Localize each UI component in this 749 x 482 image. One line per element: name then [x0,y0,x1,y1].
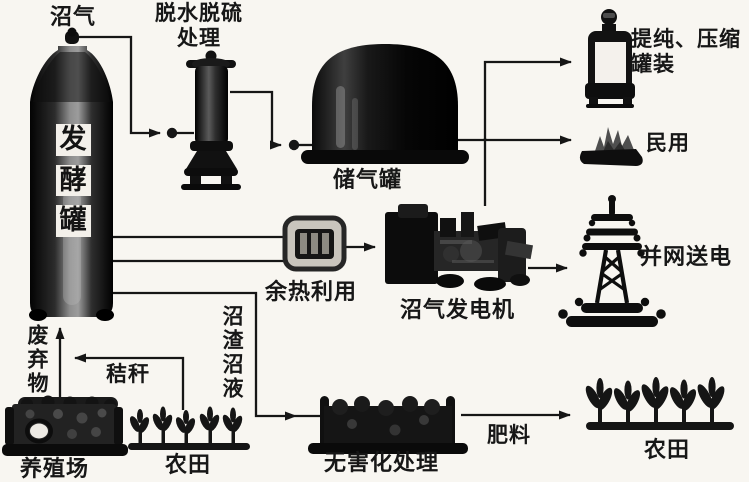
label-purification-line2: 罐装 [631,51,675,76]
label-desulfurization-line1: 脱水脱硫 [155,1,243,25]
valve-dot-2 [288,139,300,151]
label-farmland-left: 农田 [165,452,212,477]
flame-stove-icon [579,127,643,166]
label-fermenter: 发 酵 罐 [50,124,96,237]
generator-machine-icon [385,204,534,291]
label-farmland-right: 农田 [644,437,691,462]
label-biogas: 沼气 [50,4,97,29]
line-desulfurization-to-gastank [230,90,282,150]
gas-cylinder-icon [585,9,635,108]
cropland-small-icon [128,406,250,450]
heat-exchanger-icon [282,215,347,272]
label-fermenter-char2: 酵 [55,164,91,197]
transmission-tower-icon [558,195,666,327]
label-gas-tank: 储气罐 [333,167,403,192]
line-straw-to-waste [74,353,185,410]
label-straw: 秸秆 [106,362,150,386]
label-waste: 废弃物 [25,324,49,396]
label-fermenter-char3: 罐 [55,205,91,237]
label-fertilizer: 肥料 [487,423,531,447]
label-grid-power: 并网送电 [640,244,733,269]
label-civil-use: 民用 [646,131,690,155]
label-farm: 养殖场 [20,456,90,481]
label-residue-slurry: 沼渣沼液 [220,305,244,401]
line-fermenter-to-desulfurization [78,35,161,138]
desulfurization-column-icon [181,50,241,190]
treatment-pool-icon [308,396,468,454]
gas-storage-dome-icon [301,44,469,164]
label-treatment: 无害化处理 [324,450,440,475]
valve-dot-1 [166,127,178,139]
label-purification: 提纯、压缩 罐装 [631,27,741,77]
label-generator: 沼气发电机 [400,297,516,322]
line-branch-to-purification [483,57,572,140]
farm-building-icon [2,395,128,456]
label-fermenter-char1: 发 [55,124,91,156]
label-desulfurization-line2: 处理 [177,25,221,50]
line-residue-to-treatment [113,291,297,421]
flow-lines [55,35,572,421]
label-purification-line1: 提纯、压缩 [631,27,741,51]
cropland-large-icon [585,377,734,430]
label-heat-recovery: 余热利用 [265,279,358,304]
label-desulfurization: 脱水脱硫 处理 [142,1,256,51]
